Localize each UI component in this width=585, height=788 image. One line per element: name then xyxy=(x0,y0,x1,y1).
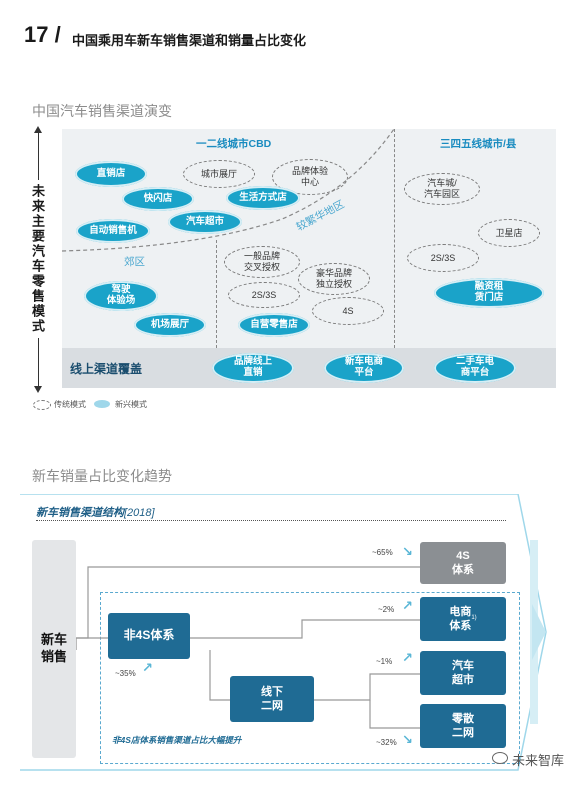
non4s-group xyxy=(100,592,520,764)
pct-retail: ~32% xyxy=(376,738,397,747)
axis-arrow-down xyxy=(34,386,42,393)
supermarket-box: 汽车 超市 xyxy=(420,651,506,695)
legend-traditional: 传统模式 xyxy=(54,400,86,409)
legend-traditional-swatch xyxy=(33,400,51,410)
ecommerce-footnote-mark: 1) xyxy=(471,615,477,622)
ecommerce-system-label: 电商 体系 xyxy=(449,605,472,632)
flash-store: 快闪店 xyxy=(122,187,194,211)
page-title: 中国乘用车新车销售渠道和销量占比变化 xyxy=(72,33,307,48)
region-tier12: 一二线城市CBD xyxy=(196,138,272,150)
s2s3-county: 2S/3S xyxy=(407,244,479,272)
structure-title: 新车销售渠道结构[2018] xyxy=(36,504,155,520)
trend-down-icon: ↘ xyxy=(402,544,413,559)
section1-title: 中国汽车销售渠道演变 xyxy=(32,103,172,119)
pct-non4s: ~35% xyxy=(115,669,136,678)
new-car-sales-box: 新车 销售 xyxy=(32,540,76,758)
title-rule xyxy=(36,520,506,521)
new-car-ecommerce: 新车电商 平台 xyxy=(324,353,404,383)
satellite-store: 卫星店 xyxy=(478,219,540,247)
auto-supermarket: 汽车超市 xyxy=(168,210,242,234)
pct-supermarket: ~1% xyxy=(376,657,393,666)
trend-up-icon: ↗ xyxy=(402,650,413,665)
pct-ecommerce: ~2% xyxy=(378,605,395,614)
brand-center: 品牌体验 中心 xyxy=(272,159,348,195)
finance-lease-store: 融资租 赁门店 xyxy=(434,278,544,308)
watermark: 未来智库 xyxy=(512,753,565,768)
lifestyle-store: 生活方式店 xyxy=(226,186,300,210)
suburb-divider xyxy=(216,240,217,348)
s4-store: 4S xyxy=(312,297,384,325)
s4-system-box: 4S 体系 xyxy=(420,542,506,584)
structure-title-text: 新车销售渠道结构 xyxy=(36,507,124,519)
direct-store: 直销店 xyxy=(75,161,147,187)
pct-4s: ~65% xyxy=(372,548,393,557)
s2s3-suburb: 2S/3S xyxy=(228,282,300,308)
offline-2nd-box: 线下 二网 xyxy=(230,676,314,722)
trend-up-icon: ↗ xyxy=(142,660,153,675)
general-brand-auth: 一般品牌 交叉授权 xyxy=(224,246,300,278)
luxury-brand-auth: 豪华品牌 独立授权 xyxy=(298,263,370,295)
self-retail-store: 自营零售店 xyxy=(238,313,310,337)
non4s-footnote: 非4S店体系销售渠道占比大幅提升 xyxy=(112,735,242,745)
online-label: 线上渠道覆盖 xyxy=(70,362,143,376)
region-suburb: 郊区 xyxy=(124,256,145,268)
trend-up-icon: ↗ xyxy=(402,598,413,613)
airport-hall: 机场展厅 xyxy=(134,313,206,337)
brand-online: 品牌线上 直销 xyxy=(212,353,294,383)
used-car-ecommerce: 二手车电 商平台 xyxy=(434,353,516,383)
retail-2nd-box: 零散 二网 xyxy=(420,704,506,748)
page-number: 17 / xyxy=(24,22,61,47)
axis-label: 未来主要汽车零售模式 xyxy=(28,180,47,338)
driving-center: 驾驶 体验场 xyxy=(84,281,158,311)
auto-city: 汽车城/ 汽车园区 xyxy=(404,173,480,205)
legend-new: 新兴模式 xyxy=(115,400,147,409)
trend-down-icon: ↘ xyxy=(402,732,413,747)
structure-year: [2018] xyxy=(124,507,155,519)
wechat-icon xyxy=(492,752,508,764)
city-showroom: 城市展厅 xyxy=(183,160,255,188)
structure-frame xyxy=(20,494,547,771)
region-tier345: 三四五线城市/县 xyxy=(440,138,517,150)
vending-machine: 自动销售机 xyxy=(76,219,150,243)
section2-title: 新车销量占比变化趋势 xyxy=(32,468,172,484)
tier-divider xyxy=(394,129,395,348)
legend-new-swatch xyxy=(94,400,110,408)
non4s-system-box: 非4S体系 xyxy=(108,613,190,659)
axis-arrow-up xyxy=(34,126,42,133)
